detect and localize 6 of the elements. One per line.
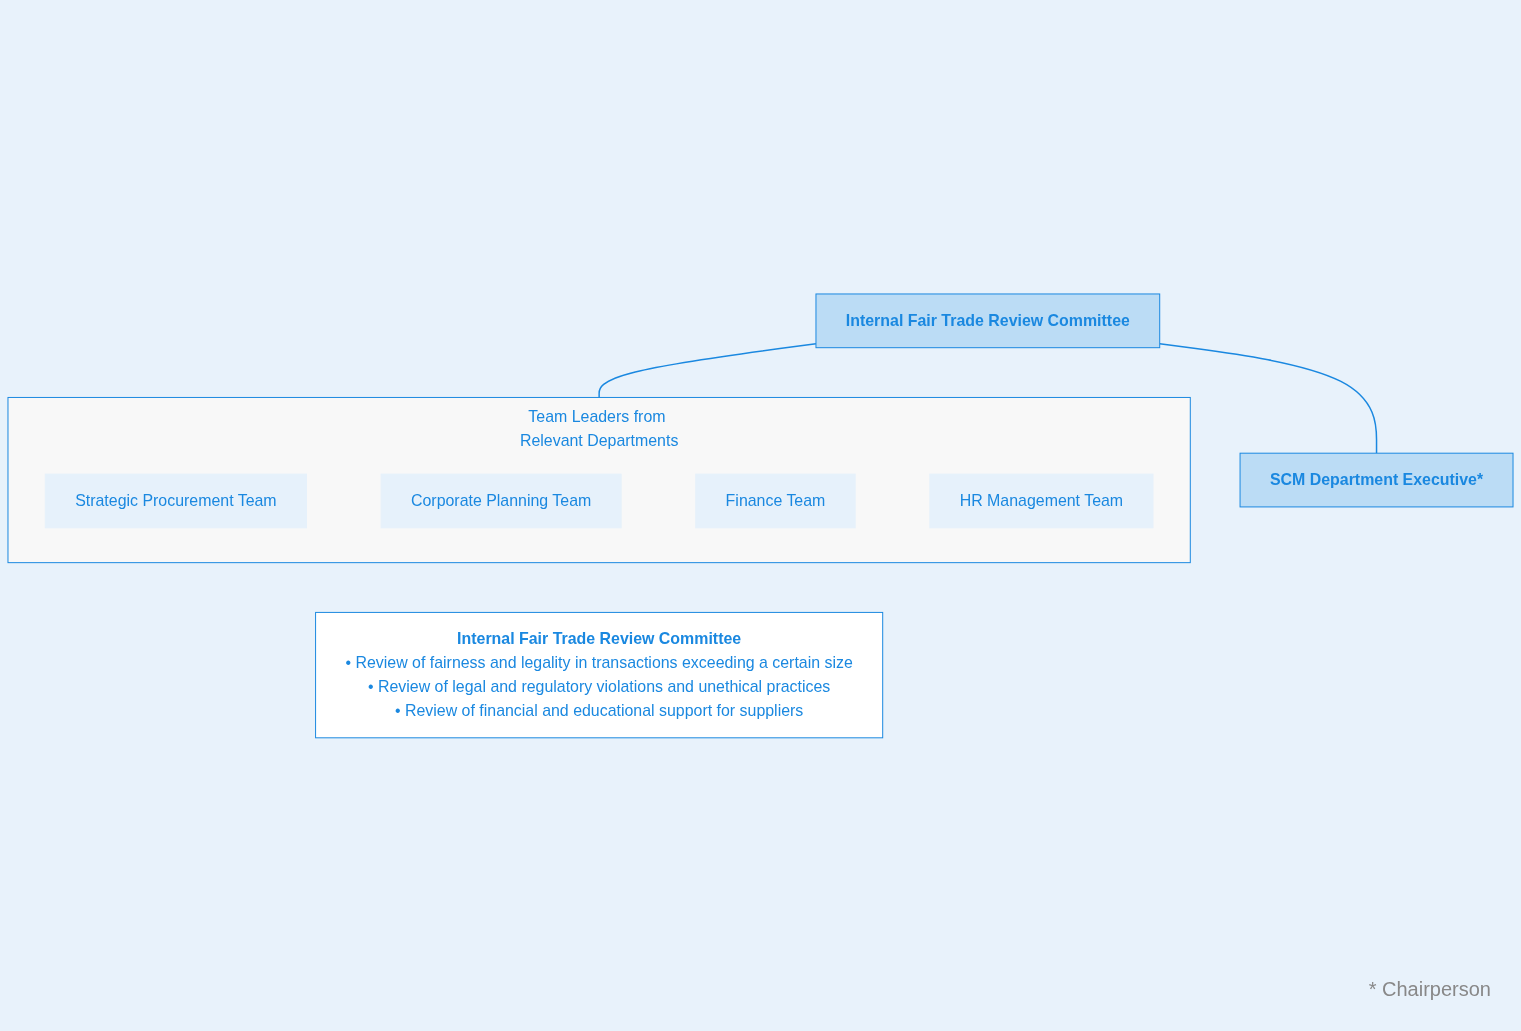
connector xyxy=(598,342,817,398)
node-box: SCM Department Executive* xyxy=(1239,452,1514,508)
footnote-text: * Chairperson xyxy=(1368,978,1491,1001)
connector xyxy=(1158,342,1378,454)
node-box: Internal Fair Trade Review Committee • Review of fairness and legality in transactions exceeding a certain size • Review of legal and regulatory violations and unethical practices • Review of financial and educational support for suppliers xyxy=(315,611,884,738)
node-box: Internal Fair Trade Review Committee xyxy=(815,293,1161,348)
